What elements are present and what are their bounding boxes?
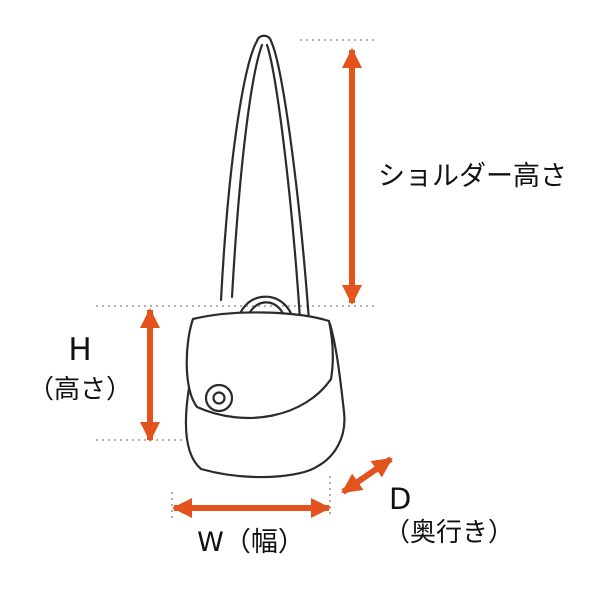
depth-abbr-label: D	[389, 482, 411, 516]
shoulder-height-label: ショルダー高さ	[378, 161, 567, 192]
depth-arrow	[341, 456, 393, 495]
strap-right-outer	[269, 39, 311, 323]
height-name-label: （高さ）	[28, 375, 132, 405]
strap-left-inner	[230, 43, 264, 299]
dimension-labels: ショルダー高さ H （高さ） W（幅） D （奥行き）	[28, 161, 567, 558]
width-label: W（幅）	[197, 527, 305, 558]
strap-top-cap	[255, 34, 273, 43]
height-abbr-label: H	[68, 332, 91, 368]
clasp-button-icon	[204, 383, 234, 413]
strap-left-outer	[219, 39, 259, 302]
dimension-arrows	[140, 48, 393, 518]
bag-illustration	[184, 34, 346, 479]
clasp-button-center-icon	[212, 391, 226, 405]
strap-right-inner	[265, 43, 302, 321]
depth-name-label: （奥行き）	[384, 518, 514, 548]
